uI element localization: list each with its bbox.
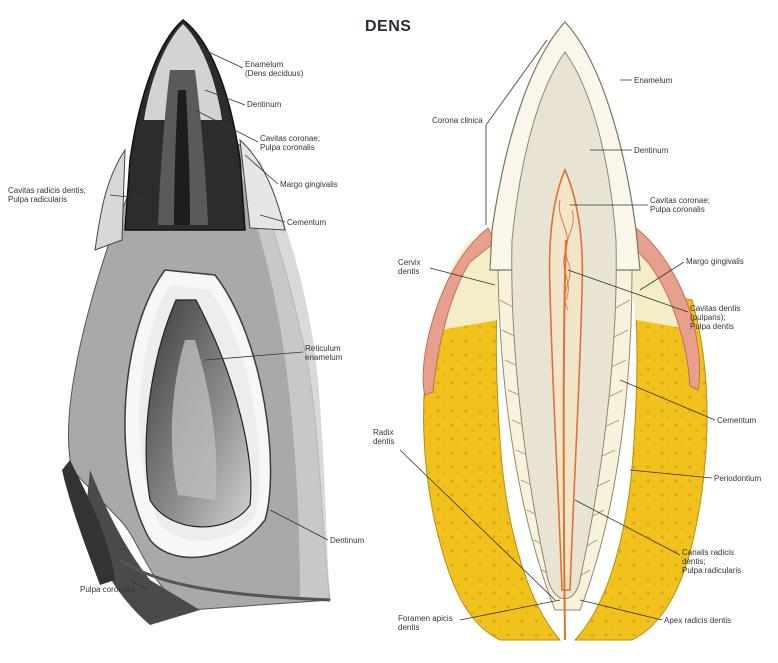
label-cavitas-radicis-left: Cavitas radicis dentis; Pulpa radiculari…: [8, 186, 86, 204]
label-pulpa-coronalis-left: Pulpa coronalis: [80, 585, 135, 594]
label-foramen-apicis: Foramen apicis dentis: [398, 614, 453, 632]
label-cervix-dentis: Cervix dentis: [398, 258, 421, 276]
label-margo-gingivalis-left: Margo gingivalis: [280, 180, 338, 189]
label-margo-gingivalis-right: Margo gingivalis: [686, 257, 744, 266]
label-dentinum-left-bottom: Dentinum: [330, 536, 364, 545]
label-dentinum-right: Dentinum: [634, 146, 668, 155]
label-corona-clinica: Corona clinica: [432, 116, 483, 125]
label-periodontium: Periodontium: [714, 474, 761, 483]
label-dentinum-left: Dentinum: [247, 100, 281, 109]
page-title: DENS: [365, 18, 411, 36]
gingiva-left: [95, 150, 125, 250]
label-enamelum-left: Enamelum (Dens deciduus): [245, 60, 303, 78]
label-cavitas-coronae-left: Cavitas coronae; Pulpa coronalis: [260, 134, 320, 152]
label-cavitas-dentis: Cavitas dentis (pulparis); Pulpa dentis: [690, 304, 740, 331]
label-cementum-right: Cementum: [717, 416, 756, 425]
label-canalis-radicis: Canalis radicis dentis; Pulpa radiculari…: [682, 548, 741, 575]
label-radix-dentis: Radix dentis: [373, 428, 394, 446]
label-cementum-left: Cementum: [287, 218, 326, 227]
label-cavitas-coronae-right: Cavitas coronae; Pulpa coronalis: [650, 196, 710, 214]
label-apex-radicis: Apex radicis dentis: [664, 616, 731, 625]
label-enamelum-right: Enamelum: [634, 76, 672, 85]
label-reticulum: Reticulum enamelum: [305, 344, 342, 362]
